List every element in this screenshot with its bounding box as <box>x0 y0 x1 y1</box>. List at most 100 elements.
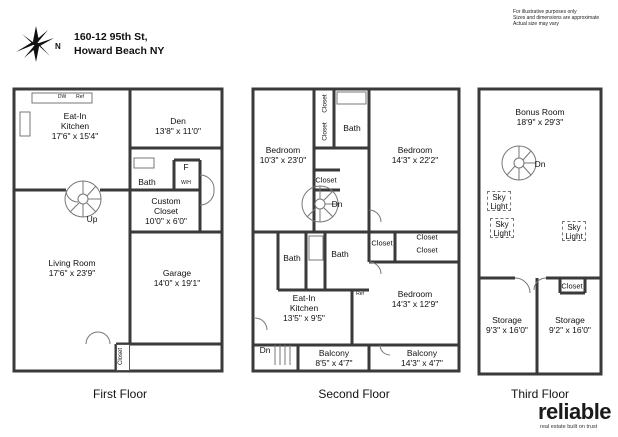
stair-dn-third: Dn <box>535 159 546 169</box>
room-name: Dn <box>259 345 271 355</box>
room-dims: 9'3" x 16'0" <box>486 325 528 335</box>
room-dims: 17'6" x 23'9" <box>48 268 96 278</box>
stair-dn-second: Dn <box>332 199 343 209</box>
room-name: F <box>183 162 189 172</box>
first-floor-outline <box>12 87 224 373</box>
room-name: Closet <box>416 232 438 242</box>
room-bath-right: Bath <box>331 249 349 259</box>
brand-logo: reliable <box>538 399 612 424</box>
room-name: Balcony <box>406 348 438 358</box>
floor-label-third: Third Floor <box>510 387 570 401</box>
sky-light-line2: Light <box>490 202 508 211</box>
room-dims: 14'3" x 22'2" <box>391 155 439 165</box>
room-name-line1: Eat-In <box>63 111 87 121</box>
sky-light-line1: Sky <box>567 223 581 232</box>
room-dims: 14'0" x 19'1" <box>153 278 201 288</box>
sky-light-line1: Sky <box>492 193 506 202</box>
closet-label: Closet <box>118 347 124 365</box>
room-dims: 10'3" x 23'0" <box>259 155 307 165</box>
compass-rose-icon <box>16 26 54 62</box>
sky-light-line2: Light <box>493 229 511 238</box>
sky-light-line1: Sky <box>495 220 509 229</box>
ref-label-first: Ref <box>76 94 84 100</box>
room-name-line1: Eat-In <box>292 293 316 303</box>
room-storage-right: Storage 9'2" x 16'0" <box>549 315 591 335</box>
water-heater-label: W/H <box>181 180 191 186</box>
room-bedroom-lower: Bedroom 14'3" x 12'9" <box>392 289 439 309</box>
closet-mid: Closet <box>315 176 336 185</box>
sky-light-1: Sky Light <box>487 191 511 211</box>
brand-tagline: real estate built on trust <box>540 424 598 430</box>
room-name: Closet <box>371 238 393 248</box>
room-dims: 13'8" x 11'0" <box>155 126 201 136</box>
room-name: Garage <box>162 268 192 278</box>
disclaimer: For illustrative purposes only Sizes and… <box>513 9 599 27</box>
room-name: Dn <box>331 199 343 209</box>
room-name: Closet <box>315 175 337 185</box>
room-name-line2: Kitchen <box>289 303 319 313</box>
closet-third: Closet <box>561 282 582 291</box>
sky-light-line2: Light <box>565 232 583 241</box>
room-name: Balcony <box>318 348 350 358</box>
room-kitchen-second: Eat-In Kitchen 13'5" x 9'5" <box>283 293 325 323</box>
dishwasher-label: DW <box>57 94 67 100</box>
closet-top-1: Closet <box>318 92 332 116</box>
third-floor-outline <box>477 87 603 376</box>
sky-light-3: Sky Light <box>562 221 586 241</box>
room-name: Bath <box>138 177 156 187</box>
room-name: Closet <box>561 281 583 291</box>
floor-label-first: First Floor <box>93 387 147 401</box>
room-dims: 8'5" x 4'7" <box>315 358 353 368</box>
room-dims: 10'0" x 6'0" <box>145 216 187 226</box>
closet-top-2: Closet <box>318 120 332 144</box>
room-dims: 9'2" x 16'0" <box>549 325 591 335</box>
room-name-line2: Kitchen <box>60 121 90 131</box>
room-eat-in-kitchen-first: Eat-In Kitchen 17'6" x 15'4" <box>52 111 99 141</box>
room-bedroom-right: Bedroom 14'3" x 22'2" <box>392 145 439 165</box>
room-bonus-room: Bonus Room 18'9" x 29'3" <box>515 107 564 127</box>
stair-up-label: Up <box>87 214 98 224</box>
room-name: Bath <box>331 249 349 259</box>
room-name: Bedroom <box>265 145 301 155</box>
room-bath-left: Bath <box>283 253 301 263</box>
room-balcony-left: Balcony 8'5" x 4'7" <box>315 348 352 368</box>
room-storage-left: Storage 9'3" x 16'0" <box>486 315 528 335</box>
room-name-line2: Closet <box>153 206 179 216</box>
room-name: Bedroom <box>397 145 433 155</box>
second-floor-outline <box>251 87 461 373</box>
room-dims: 14'3" x 4'7" <box>401 358 443 368</box>
room-name: Den <box>170 116 186 126</box>
room-balcony-right: Balcony 14'3" x 4'7" <box>401 348 443 368</box>
room-name: Storage <box>492 315 522 325</box>
room-name: Up <box>86 214 98 224</box>
room-name: Storage <box>555 315 585 325</box>
room-bedroom-left: Bedroom 10'3" x 23'0" <box>260 145 307 165</box>
room-name: Bath <box>283 253 301 263</box>
room-garage: Garage 14'0" x 19'1" <box>154 268 201 288</box>
sky-light-2: Sky Light <box>490 218 514 238</box>
room-dims: 14'3" x 12'9" <box>391 299 439 309</box>
stair-dn-lower: Dn <box>260 345 271 355</box>
room-dims: 17'6" x 15'4" <box>51 131 99 141</box>
room-name: Bonus Room <box>515 107 565 117</box>
closet-right-small: Closet <box>371 239 392 248</box>
address-line2: Howard Beach NY <box>74 45 165 57</box>
room-dims: 13'5" x 9'5" <box>283 313 325 323</box>
disclaimer-line1: For illustrative purposes only <box>513 9 577 15</box>
room-custom-closet: Custom Closet 10'0" x 6'0" <box>145 196 187 226</box>
closet-right-1: Closet <box>416 233 437 242</box>
room-name: Bedroom <box>397 289 433 299</box>
disclaimer-line3: Actual size may vary <box>513 21 559 27</box>
address: 160-12 95th St, Howard Beach NY <box>74 30 164 58</box>
room-name: Dn <box>534 159 546 169</box>
room-name-line1: Custom <box>151 196 181 206</box>
disclaimer-line2: Sizes and dimensions are approximate <box>513 15 600 21</box>
floor-label-second: Second Floor <box>318 387 390 401</box>
closet-first: Closet <box>116 344 130 371</box>
room-name: Living Room <box>48 258 96 268</box>
room-living-room: Living Room 17'6" x 23'9" <box>48 258 95 278</box>
compass-north-label: N <box>55 42 61 51</box>
room-name: Closet <box>416 245 438 255</box>
closet-label: Closet <box>321 94 329 113</box>
